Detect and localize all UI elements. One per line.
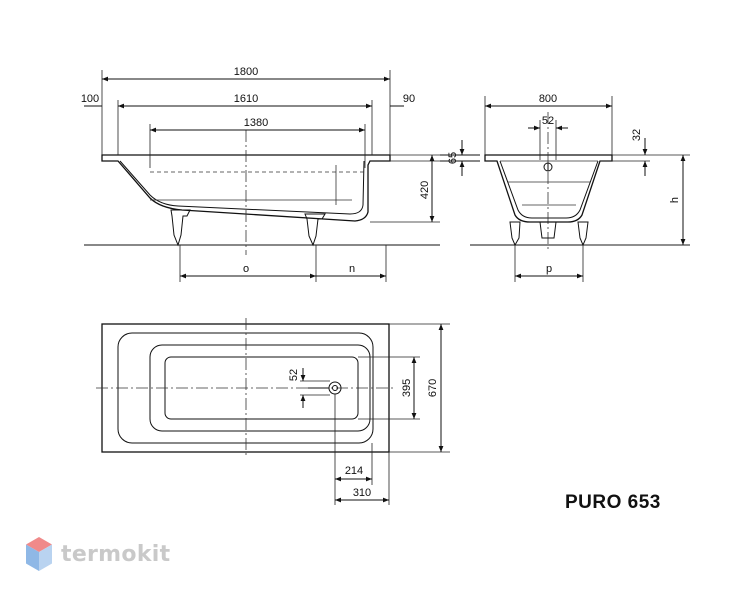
leg-end-label: n (349, 263, 355, 275)
tub-height-label: 420 (419, 181, 431, 199)
side-elevation-view: 1800 100 1610 90 1380 o n 420 65 (81, 66, 480, 282)
brand-watermark: termokit (24, 535, 170, 573)
leg-width-label: p (546, 263, 552, 275)
brand-name: termokit (61, 541, 171, 567)
inner-width-label: 395 (401, 379, 413, 397)
brand-logo-icon (26, 537, 52, 571)
inner-length-label: 1610 (234, 93, 258, 105)
left-rim-label: 100 (81, 93, 99, 105)
plan-view: 670 395 52 214 310 (96, 318, 450, 505)
leg-spacing-label: o (243, 263, 249, 275)
rim-height-label: 65 (447, 152, 459, 164)
drain-from-end-label: 214 (345, 465, 363, 477)
total-height-label: h (669, 197, 681, 203)
drain-offset-section-label: 52 (542, 115, 554, 127)
right-rim-label: 90 (403, 93, 415, 105)
model-label: PURO 653 (565, 492, 661, 513)
rim-depth-label: 32 (631, 129, 643, 141)
overall-length-label: 1800 (234, 66, 258, 78)
overall-width-label: 800 (539, 93, 557, 105)
bottom-length-label: 1380 (244, 117, 268, 129)
plan-width-label: 670 (427, 379, 439, 397)
end-elevation-view: 800 52 p h 32 (470, 93, 690, 282)
drain-offset-plan-label: 52 (288, 369, 300, 381)
drain-axis-from-end-label: 310 (353, 487, 371, 499)
